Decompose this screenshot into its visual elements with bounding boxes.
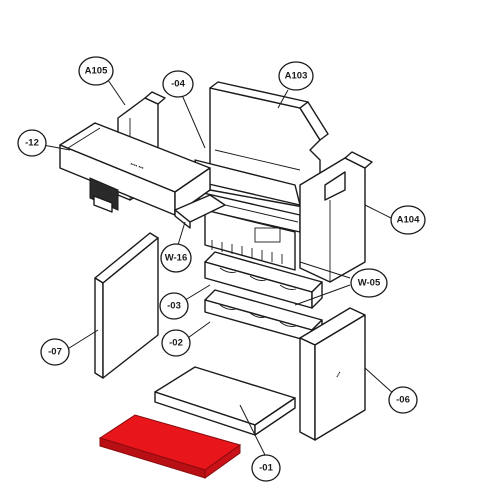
callout-03: -03	[159, 292, 189, 320]
callout-04: -04	[162, 70, 194, 98]
svg-text:W-16: W-16	[165, 253, 188, 264]
part-06-side-block[interactable]: ▪▪▪▪	[299, 307, 366, 441]
svg-text:A103: A103	[285, 71, 308, 82]
svg-text:-07: -07	[48, 347, 62, 358]
part-a104-right-panel[interactable]	[299, 151, 373, 283]
part-01-highlighted[interactable]	[98, 414, 242, 479]
callout-06: -06	[388, 386, 418, 414]
svg-text:-06: -06	[396, 395, 410, 406]
svg-text:-02: -02	[169, 338, 183, 349]
svg-text:-03: -03	[167, 301, 181, 312]
callout-12: -12	[17, 129, 47, 157]
svg-text:W-05: W-05	[358, 278, 381, 289]
svg-text:A105: A105	[85, 66, 108, 77]
svg-text:▪▪▪▪: ▪▪▪▪	[335, 370, 343, 378]
svg-text:-12: -12	[25, 138, 39, 149]
part-03-brick[interactable]	[204, 251, 323, 309]
callout-a104: A104	[390, 205, 426, 235]
callout-a103: A103	[278, 61, 314, 91]
part-07-side-plate[interactable]	[94, 232, 159, 379]
svg-text:▪▪▪▪ ▪▪▪: ▪▪▪▪ ▪▪▪	[129, 161, 144, 171]
callout-w16: W-16	[160, 243, 192, 273]
part-02-brick[interactable]	[204, 289, 323, 343]
callout-a105: A105	[78, 56, 114, 86]
callout-07: -07	[40, 338, 70, 366]
part-01-floor-slab[interactable]	[154, 366, 296, 436]
callout-02: -02	[161, 329, 191, 357]
part-12-top-cover[interactable]: ▪▪▪▪ ▪▪▪	[59, 122, 211, 216]
svg-text:-01: -01	[259, 463, 273, 474]
callout-01: -01	[251, 454, 281, 482]
svg-text:-04: -04	[171, 79, 185, 90]
svg-text:A104: A104	[397, 215, 420, 226]
part-w16-seal[interactable]	[174, 194, 226, 229]
callout-w05: W-05	[350, 268, 388, 298]
